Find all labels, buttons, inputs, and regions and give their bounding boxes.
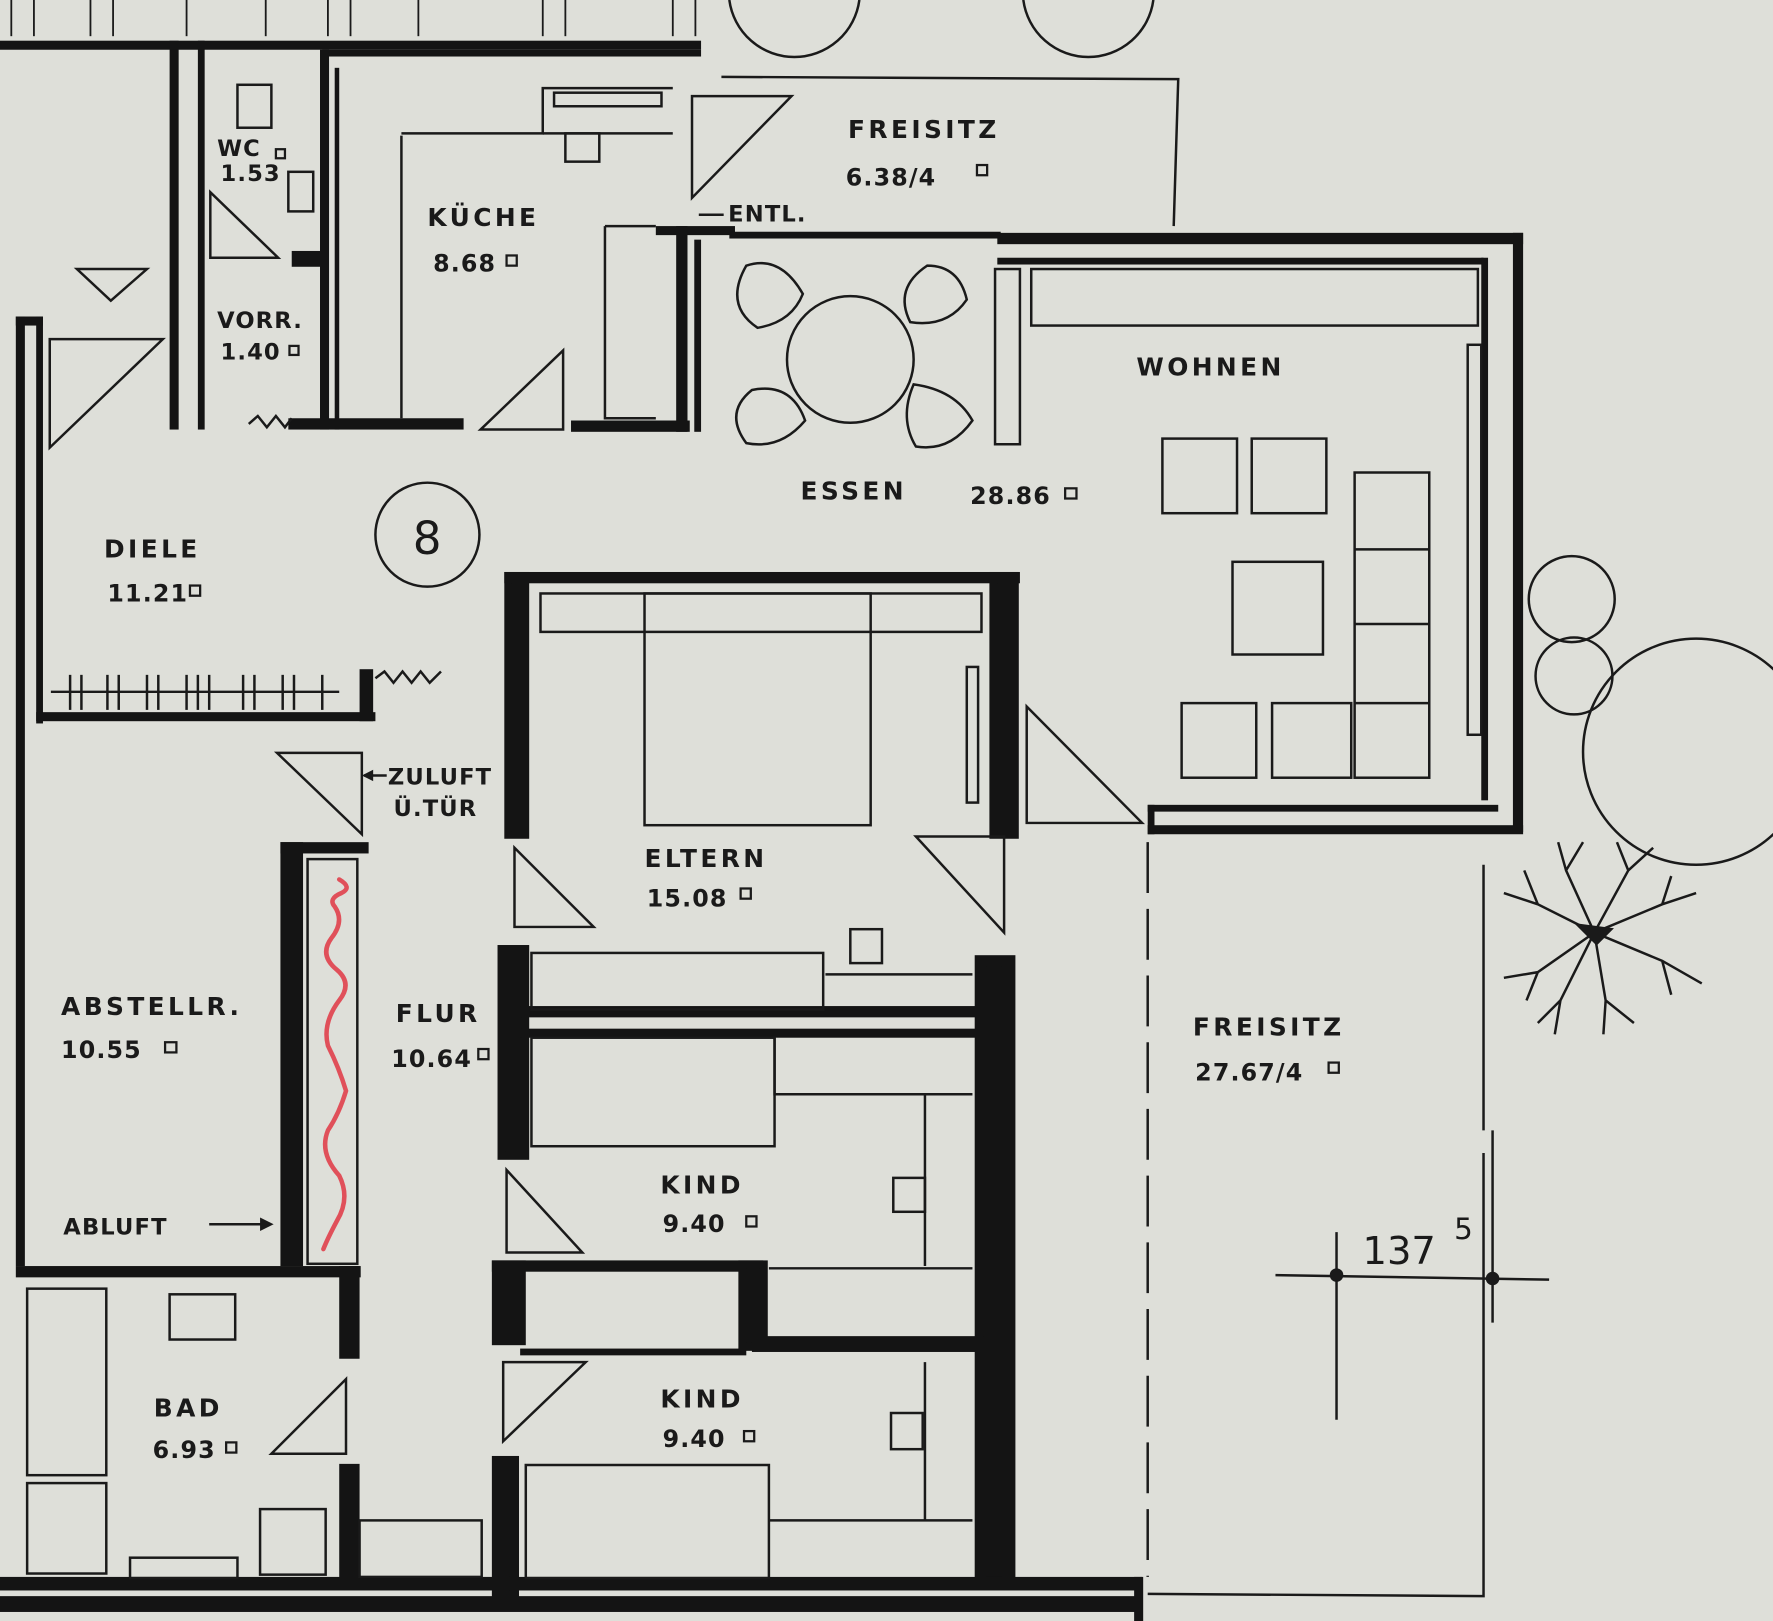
- room-abstellr: ABSTELLR. 10.55: [61, 992, 242, 1064]
- tree-icons: [1503, 554, 1773, 1035]
- svg-text:WC: WC: [217, 136, 261, 162]
- area-square-icon: [1064, 487, 1078, 500]
- svg-text:DIELE: DIELE: [104, 534, 201, 563]
- tree-icon: [1022, 0, 1155, 59]
- room-diele: DIELE 11.21: [104, 534, 202, 607]
- area-square-icon: [274, 148, 287, 160]
- area-square-icon: [288, 344, 300, 357]
- room-labels: WC 1.53 VORR. 1.40 KÜCHE 8.68 FREISITZ 6…: [61, 115, 1345, 1464]
- area-square-icon: [477, 1047, 490, 1061]
- area-square-icon: [742, 1429, 756, 1443]
- area-square-icon: [505, 254, 518, 267]
- svg-text:FREISITZ: FREISITZ: [848, 115, 1000, 144]
- room-kind-1: KIND 9.40: [660, 1171, 758, 1238]
- abluft-label: ABLUFT: [63, 1214, 167, 1240]
- unit-number-circle: [374, 481, 481, 588]
- svg-text:VORR.: VORR.: [217, 308, 303, 334]
- svg-text:11.21: 11.21: [107, 579, 188, 607]
- svg-text:KIND: KIND: [660, 1384, 744, 1413]
- svg-text:9.40: 9.40: [663, 1425, 726, 1453]
- area-square-icon: [739, 887, 752, 900]
- svg-text:6.93: 6.93: [153, 1436, 216, 1464]
- svg-text:10.64: 10.64: [391, 1045, 472, 1073]
- svg-text:10.55: 10.55: [61, 1036, 142, 1064]
- area-square-icon: [188, 584, 202, 597]
- room-wohnen: WOHNEN: [1136, 352, 1284, 381]
- room-kueche: KÜCHE 8.68: [427, 202, 539, 277]
- svg-text:8.68: 8.68: [433, 249, 496, 277]
- area-square-icon: [1327, 1061, 1340, 1074]
- room-freisitz-large: FREISITZ 27.67/4: [1193, 1012, 1345, 1087]
- room-flur: FLUR 10.64: [391, 999, 490, 1073]
- room-bad: BAD 6.93: [153, 1393, 238, 1464]
- dimension-superscript: 5: [1454, 1212, 1473, 1246]
- area-square-icon: [225, 1441, 238, 1454]
- walls: [0, 40, 1524, 1621]
- area-square-icon: [163, 1041, 178, 1054]
- fixtures: [25, 75, 1483, 1580]
- room-kind-2: KIND 9.40: [660, 1384, 756, 1453]
- terrace-outline: [1146, 842, 1485, 1598]
- svg-text:15.08: 15.08: [647, 885, 728, 913]
- zuluft-arrow: [361, 769, 387, 782]
- room-wc: WC 1.53: [217, 136, 287, 187]
- abluft-arrow: [209, 1217, 274, 1232]
- dimension-value: 137: [1363, 1229, 1436, 1274]
- dimension-line: 137 5: [1275, 1130, 1550, 1420]
- top-edge-lines: [10, 0, 697, 37]
- room-eltern: ELTERN 15.08: [645, 844, 768, 913]
- svg-text:27.67/4: 27.67/4: [1195, 1059, 1303, 1087]
- svg-text:KIND: KIND: [660, 1171, 744, 1200]
- area-square-icon: [975, 163, 989, 177]
- zuluft-label: ZULUFT Ü.TÜR: [388, 765, 492, 823]
- svg-text:9.40: 9.40: [663, 1210, 726, 1238]
- room-essen: ESSEN 28.86: [801, 477, 1078, 510]
- svg-text:1.40: 1.40: [220, 339, 280, 365]
- svg-text:ZULUFT: ZULUFT: [388, 765, 492, 791]
- room-vorr: VORR. 1.40: [217, 308, 303, 366]
- red-annotation-squiggle: [321, 877, 349, 1252]
- svg-text:FLUR: FLUR: [396, 999, 481, 1028]
- svg-text:28.86: 28.86: [970, 482, 1051, 510]
- svg-text:BAD: BAD: [154, 1393, 223, 1422]
- svg-text:ELTERN: ELTERN: [645, 844, 768, 873]
- svg-text:WOHNEN: WOHNEN: [1136, 352, 1284, 381]
- svg-text:1.53: 1.53: [220, 161, 280, 187]
- svg-text:ABLUFT: ABLUFT: [63, 1214, 167, 1240]
- entl-label: ENTL.: [698, 202, 806, 228]
- room-freisitz-small: FREISITZ 6.38/4: [846, 115, 1000, 191]
- tree-icon: [728, 0, 861, 59]
- svg-text:KÜCHE: KÜCHE: [427, 202, 539, 232]
- svg-text:Ü.TÜR: Ü.TÜR: [393, 794, 477, 822]
- area-square-icon: [745, 1215, 758, 1228]
- svg-text:6.38/4: 6.38/4: [846, 163, 937, 191]
- svg-text:ENTL.: ENTL.: [728, 202, 806, 228]
- svg-text:ABSTELLR.: ABSTELLR.: [61, 992, 242, 1021]
- unit-number: 8: [413, 512, 442, 565]
- svg-text:ESSEN: ESSEN: [801, 477, 907, 506]
- svg-text:FREISITZ: FREISITZ: [1193, 1012, 1345, 1041]
